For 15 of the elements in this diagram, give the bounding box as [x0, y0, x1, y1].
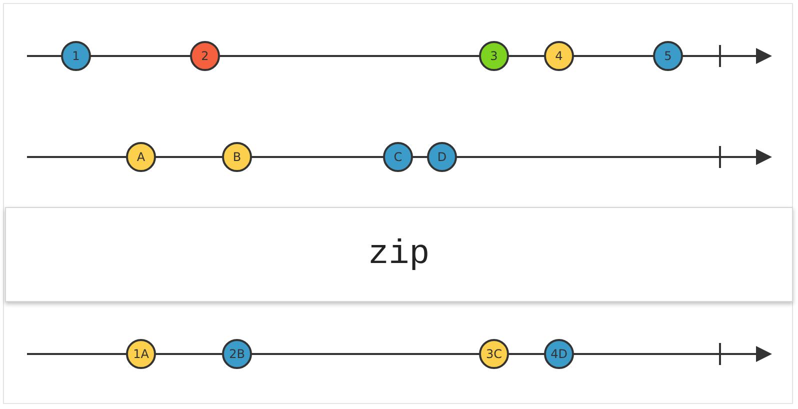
marble-circle: 1: [61, 41, 91, 71]
marble-circle: 5: [653, 41, 683, 71]
operator-box: [5, 207, 793, 302]
operator-label: zip: [368, 236, 430, 274]
marble-circle: A: [126, 142, 156, 172]
marble-circle: 4D: [544, 339, 574, 369]
marble-circle: 3: [479, 41, 509, 71]
marble-circle: 2B: [222, 339, 252, 369]
marble-circle: B: [222, 142, 252, 172]
marble-circle: 4: [544, 41, 574, 71]
marble-circle: C: [383, 142, 413, 172]
marble-circle: 1A: [126, 339, 156, 369]
marble-circle: D: [427, 142, 457, 172]
marble-circle: 2: [190, 41, 220, 71]
marble-circle: 3C: [479, 339, 509, 369]
